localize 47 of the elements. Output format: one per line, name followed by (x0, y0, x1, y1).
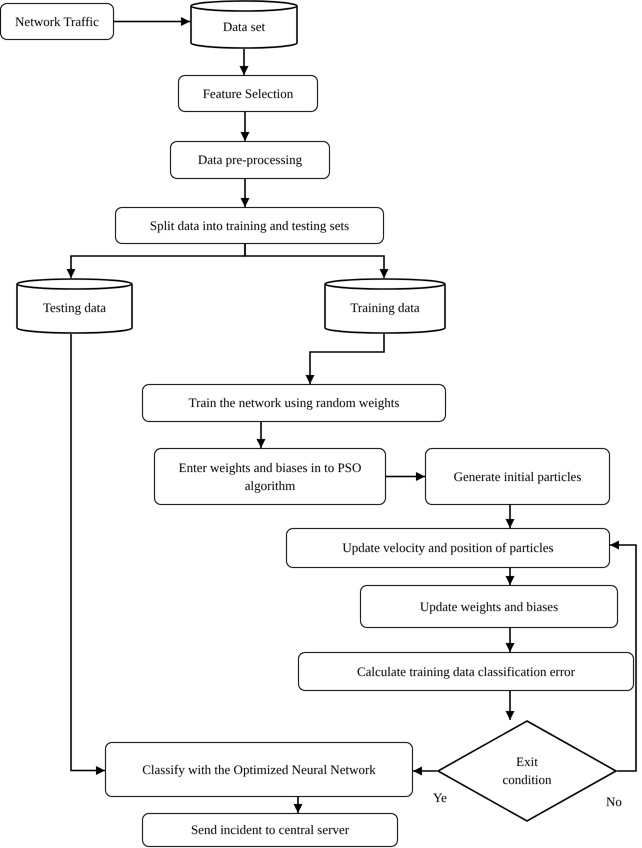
arrow (240, 112, 250, 141)
node-label: Classify with the Optimized Neural Network (141, 760, 377, 778)
process-box (154, 448, 386, 505)
process-box (105, 742, 413, 797)
node-label: Update velocity and position of particles (341, 539, 555, 557)
node-label: Generate initial particles (452, 468, 582, 486)
arrow (256, 422, 266, 448)
arrow (506, 628, 514, 652)
node-label: Data pre-processing (196, 151, 304, 169)
node-label: Network Traffic (14, 12, 100, 30)
node-label: Training data (349, 299, 421, 317)
node-label: Send incident to central server (190, 821, 350, 839)
process-box (178, 75, 318, 112)
process-box (142, 384, 446, 422)
process-box (142, 813, 398, 847)
node-label: Enter weights and biases in to PSO algorithm (178, 458, 362, 494)
arrow (114, 17, 190, 26)
arrow (610, 540, 637, 772)
process-box (298, 652, 634, 691)
process-box (425, 448, 610, 505)
arrow (240, 179, 250, 207)
database-cylinder (16, 278, 133, 334)
arrow (240, 49, 248, 75)
arrow (506, 691, 514, 720)
node-label: Exit condition (501, 753, 553, 789)
node-label: Data set (222, 18, 266, 36)
arrow (306, 334, 385, 384)
node-label: Calculate training data classification error (356, 662, 576, 680)
node-label: Testing data (42, 299, 107, 317)
process-box (360, 585, 618, 628)
process-box (115, 207, 384, 244)
arrow (506, 568, 514, 585)
process-box (286, 528, 610, 568)
node-label: Split data into training and testing sets (148, 216, 350, 234)
arrow (244, 244, 388, 278)
arrow (294, 797, 302, 813)
database-cylinder (190, 0, 298, 49)
node-label: Feature Selection (202, 84, 294, 102)
arrow (413, 766, 437, 776)
process-box (170, 141, 330, 179)
database-cylinder (324, 278, 446, 334)
node-label: Train the network using random weights (188, 394, 400, 412)
arrow (386, 472, 425, 481)
process-box (0, 3, 114, 40)
arrow (70, 334, 105, 775)
node-label: Update weights and biases (418, 598, 560, 616)
arrow (506, 505, 514, 528)
